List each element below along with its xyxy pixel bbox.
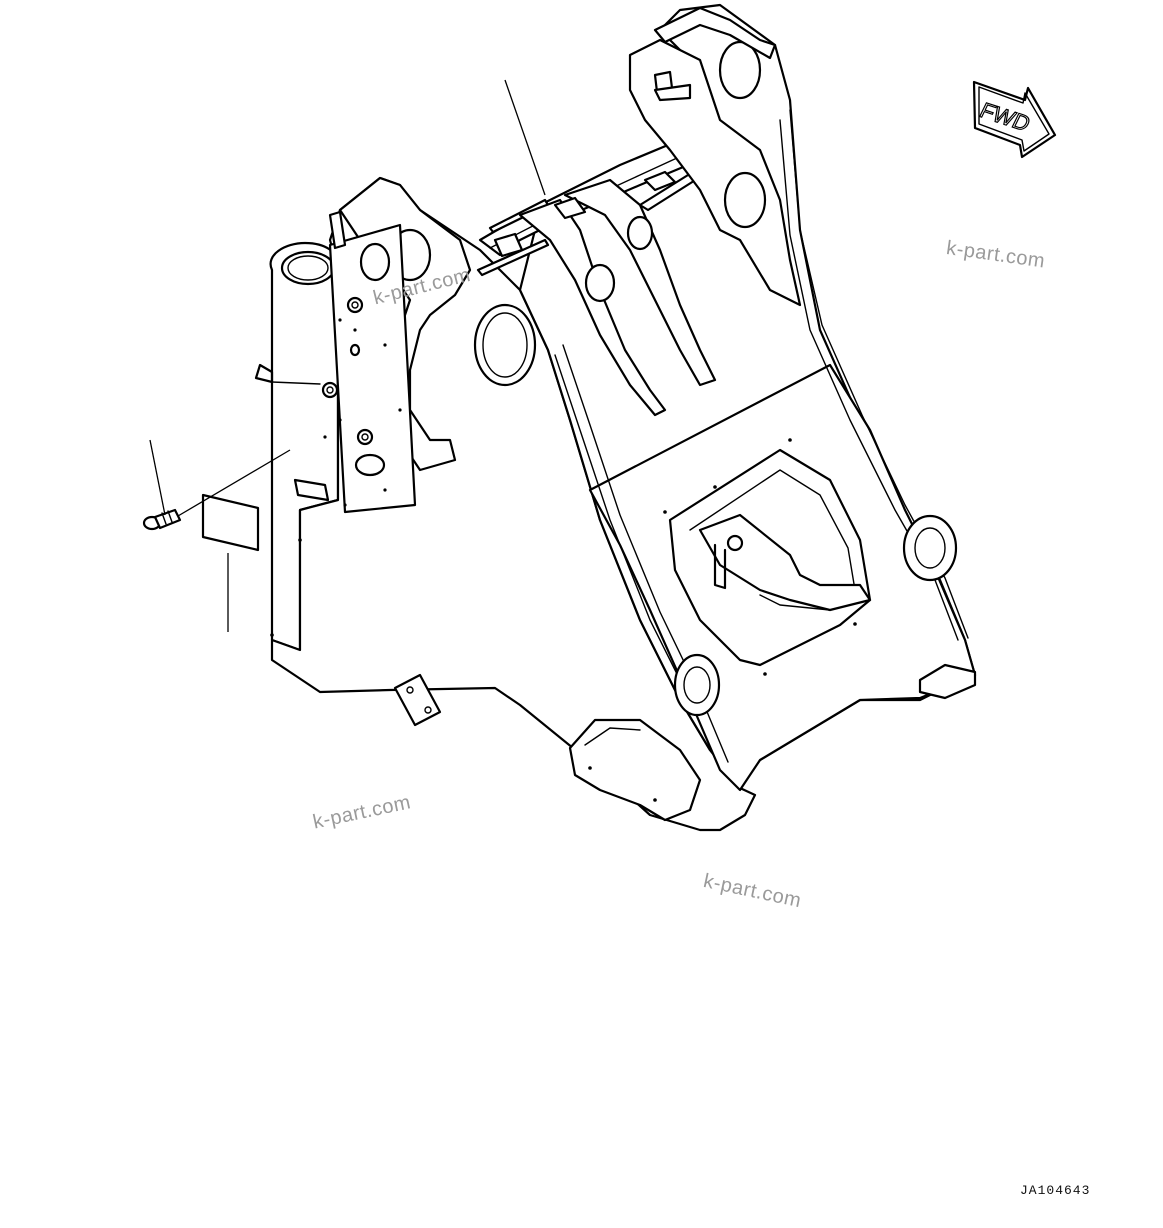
center-bracket <box>698 513 872 612</box>
rear-pin-hole-lower <box>723 171 767 229</box>
top-block <box>643 170 677 192</box>
leader-line <box>504 79 546 196</box>
fwd-arrow: FWD <box>972 80 1057 159</box>
drawing-number: JA104643 <box>1020 1183 1091 1198</box>
leader-line <box>149 439 166 516</box>
side-pin-boss <box>902 514 958 582</box>
leader-line <box>177 449 291 517</box>
name-plate <box>201 493 260 552</box>
rivet <box>142 508 182 531</box>
right-pin-plate <box>628 38 802 307</box>
lift-arm-bracket-left <box>518 198 667 417</box>
bottom-details <box>270 438 977 822</box>
callout-parts <box>142 79 546 632</box>
front-foot <box>568 718 702 822</box>
bolt <box>356 428 374 446</box>
round-opening <box>473 303 537 387</box>
front-plate-assembly <box>293 210 417 514</box>
bolt <box>321 381 339 399</box>
lower-pin-boss <box>673 653 721 717</box>
rear-pin-hole-upper <box>718 40 762 100</box>
bolt <box>346 296 364 314</box>
hitch-ring <box>280 250 336 286</box>
lift-arm-bracket-right <box>563 178 717 387</box>
